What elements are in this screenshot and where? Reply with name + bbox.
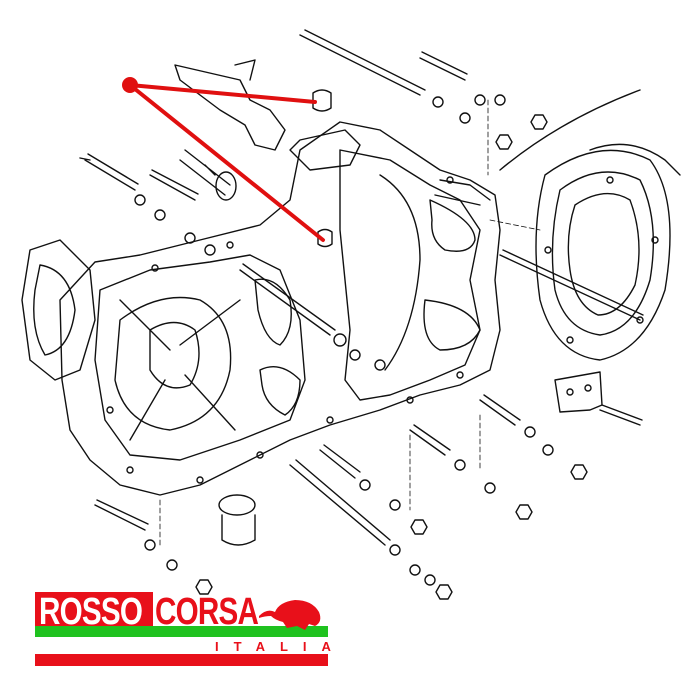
spring: [179, 149, 231, 196]
logo-word-corsa: CORSA: [155, 591, 259, 633]
bushing-lower: [317, 228, 333, 248]
logo-word-rosso: ROSSO: [39, 591, 143, 633]
end-cover-right: [535, 149, 671, 361]
bolt: [599, 404, 643, 426]
stud: [299, 29, 426, 96]
crankcase-left-half: [59, 121, 501, 496]
bolt: [479, 394, 521, 426]
stud: [289, 459, 391, 546]
stud: [499, 249, 644, 321]
bolt: [149, 169, 199, 201]
rosso-corsa-logo: ROSSO CORSA ITALIA: [35, 590, 331, 670]
washers: [134, 94, 554, 586]
stud: [239, 263, 336, 336]
bolt: [94, 499, 149, 531]
logo-tagline: ITALIA: [215, 639, 346, 654]
crankcase-right-half: [339, 149, 481, 401]
sensor-fitting: [174, 64, 286, 151]
logo-green-band: [35, 626, 328, 637]
bracket: [554, 371, 603, 413]
bolt: [409, 424, 451, 456]
bolt: [79, 153, 139, 191]
bolt: [319, 444, 361, 479]
pointer-callout: [122, 77, 325, 242]
bushing-top: [312, 89, 332, 112]
end-cover-left: [21, 239, 96, 381]
elephant-emblem-icon: [259, 600, 321, 630]
oil-seal: [218, 494, 256, 516]
nuts: [195, 114, 588, 600]
logo-red-bar: [35, 654, 328, 666]
stud: [419, 51, 468, 81]
